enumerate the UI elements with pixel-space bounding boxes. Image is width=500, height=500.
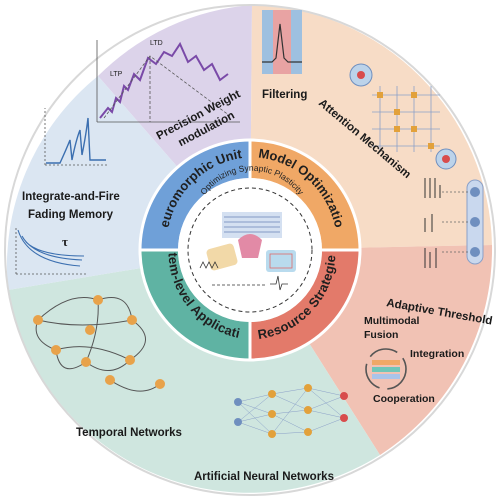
quadrant-neuromorphic <box>140 140 250 250</box>
quadrant-system <box>140 250 250 360</box>
synapse-illustration <box>199 212 296 291</box>
fusion-label: Fusion <box>364 329 398 341</box>
ann-panel: Artificial Neural Networks <box>194 384 348 483</box>
tau-label: τ <box>62 234 68 249</box>
multimodal-label: Multimodal <box>364 315 419 327</box>
cooperation-label: Cooperation <box>373 393 435 405</box>
ltp-label: LTP <box>110 71 123 78</box>
temporal-networks-label: Temporal Networks <box>76 427 182 439</box>
integrate-and-fire-label: Integrate-and-Fire <box>22 191 120 203</box>
fading-memory-label: Fading Memory <box>28 209 114 221</box>
temporal-networks-panel: Temporal Networks <box>33 295 182 439</box>
integrate-fire-panel: Integrate-and-Fire Fading Memory τ <box>15 108 120 275</box>
multimodal-panel: Multimodal Fusion Integration Cooperatio… <box>364 315 464 405</box>
ann-label: Artificial Neural Networks <box>194 471 334 483</box>
center-hub: Optimizing Synaptic Plasticity <box>178 163 322 322</box>
quadrant-model <box>250 140 360 250</box>
inner-ring <box>138 138 362 362</box>
ltd-label: LTD <box>150 40 163 47</box>
filtering-panel: Filtering <box>262 10 307 101</box>
filtering-label: Filtering <box>262 89 307 101</box>
fusion-cycle-icon <box>365 348 407 390</box>
integration-label: Integration <box>410 348 464 360</box>
quadrant-resource <box>250 250 360 360</box>
